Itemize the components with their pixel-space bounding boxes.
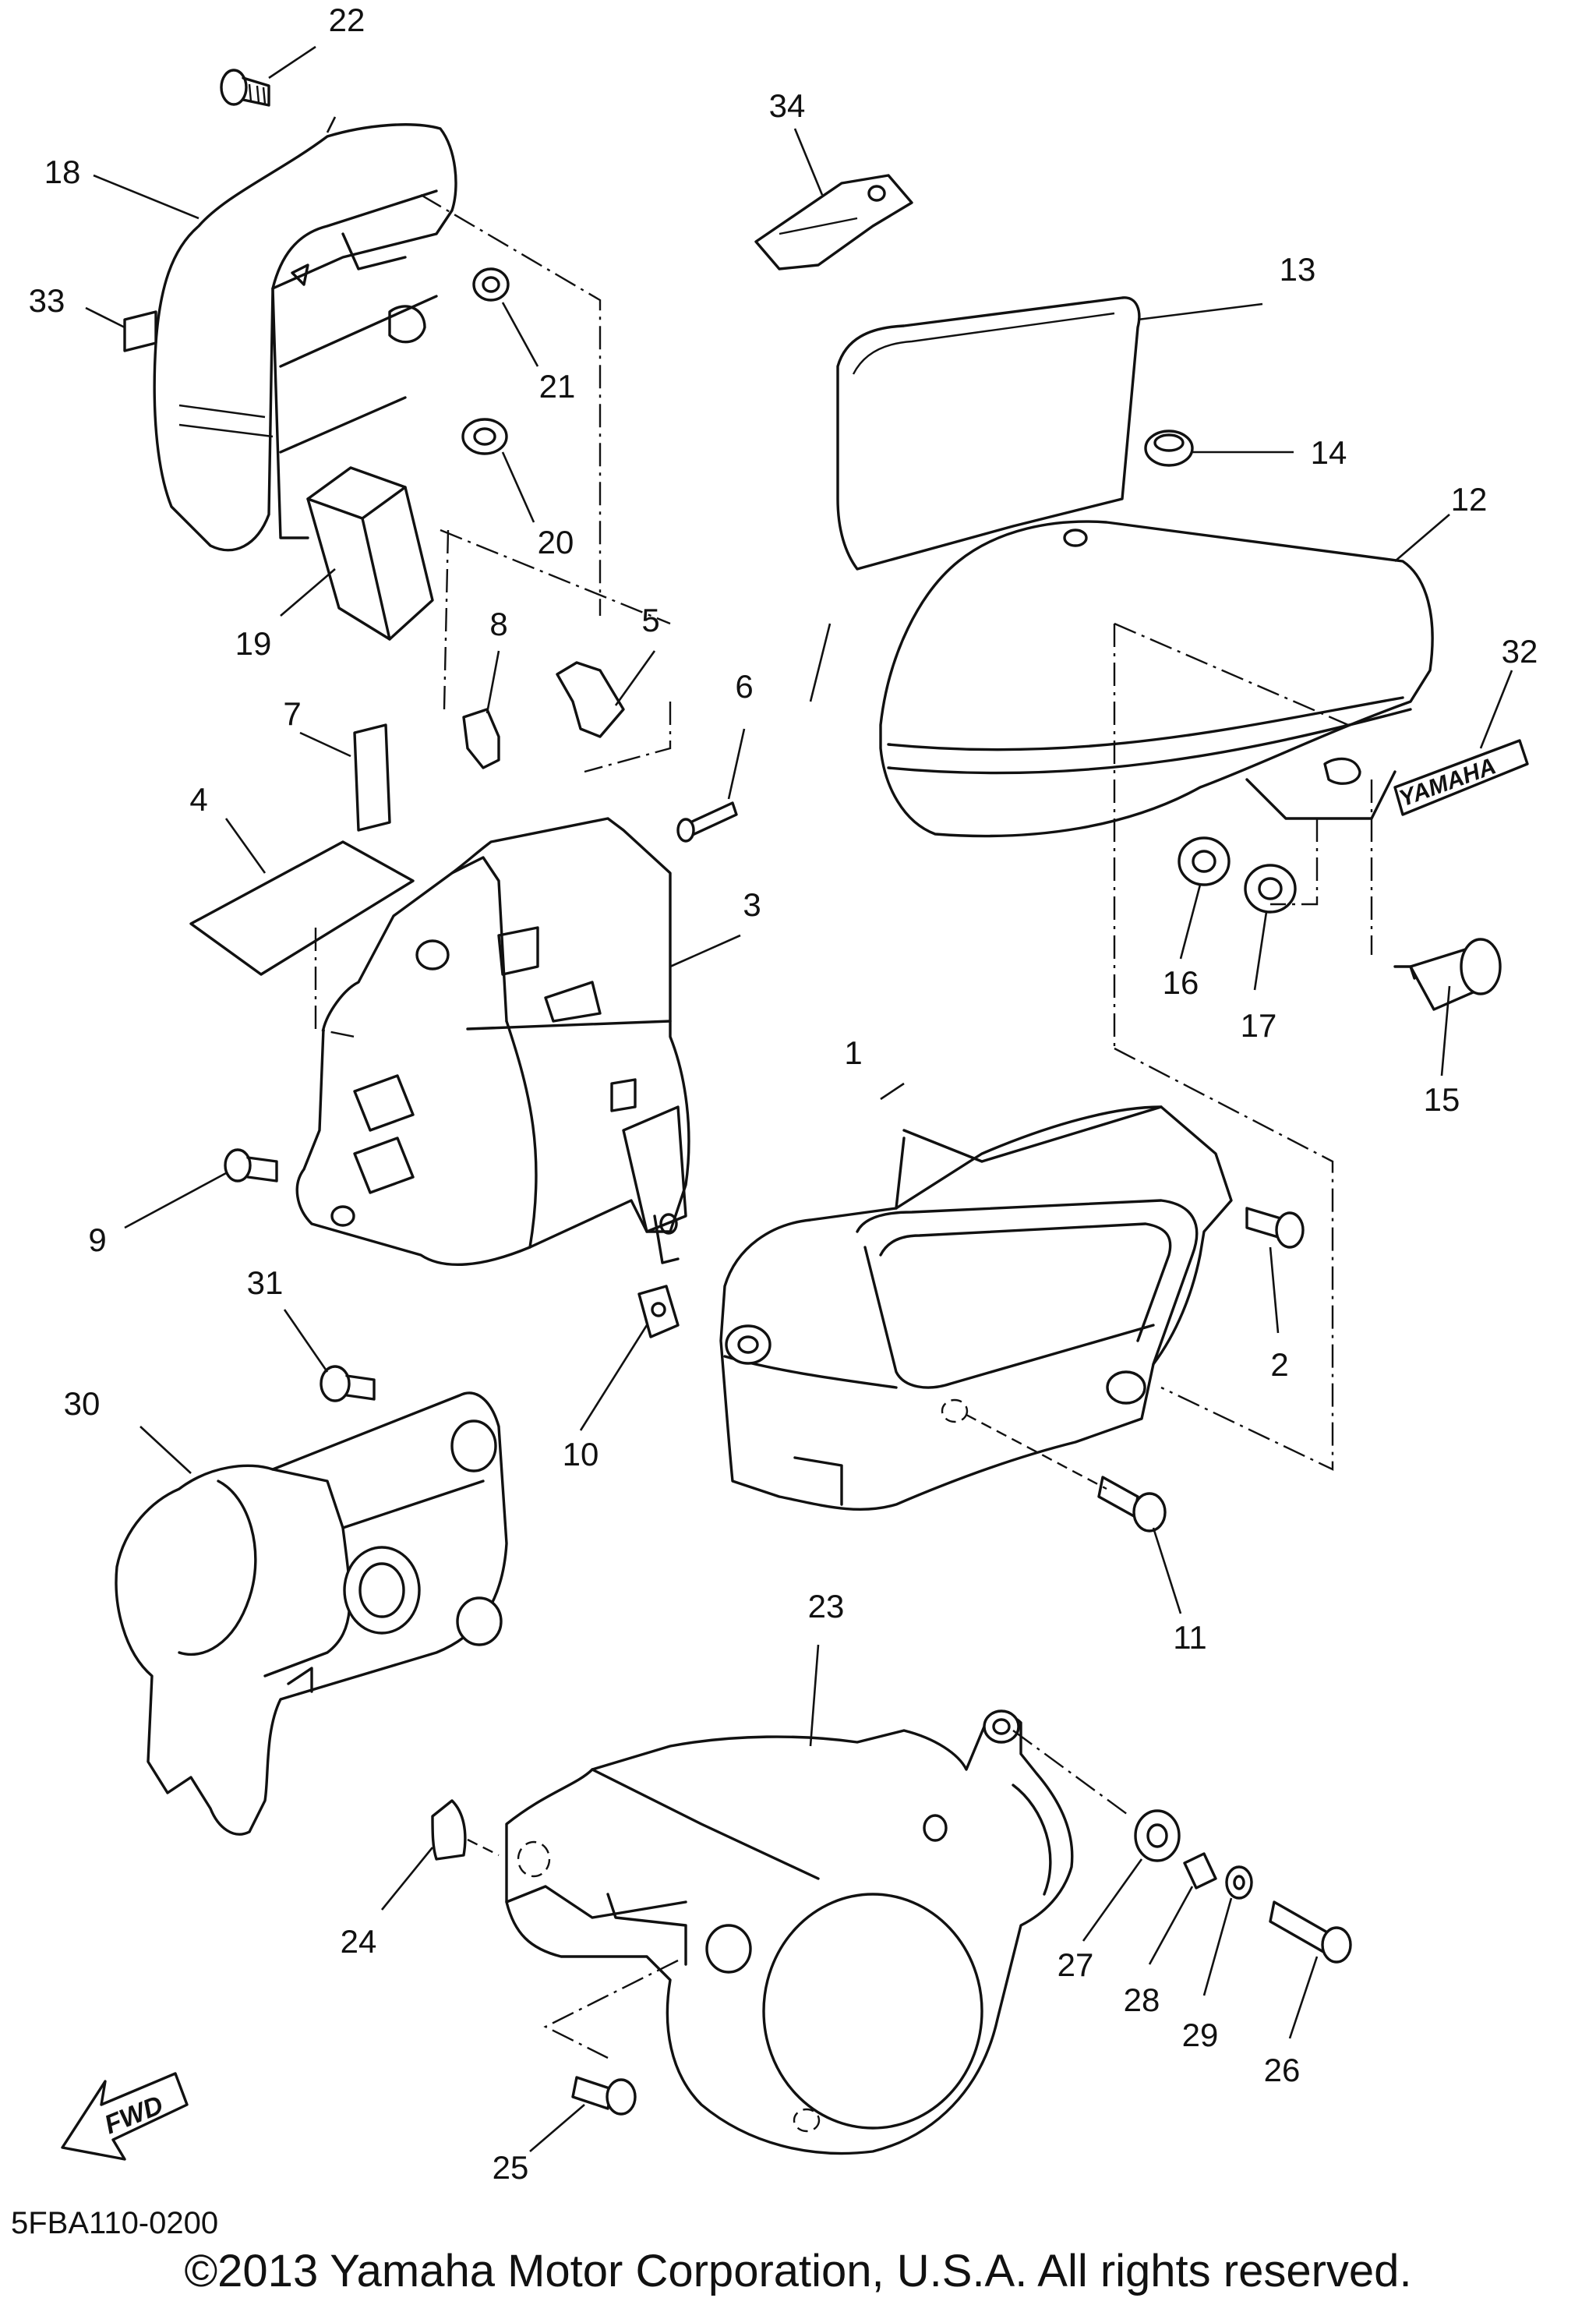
callout-25: 25	[493, 2149, 529, 2186]
callout-10: 10	[563, 1436, 599, 1472]
part-3-housing	[295, 817, 690, 1266]
part-18-cover	[153, 123, 457, 552]
part-19-foam-block	[306, 466, 434, 641]
copyright-notice: ©2013 Yamaha Motor Corporation, U.S.A. A…	[184, 2246, 1412, 2296]
part-25-bolt	[571, 2076, 637, 2116]
callout-33: 33	[29, 282, 65, 319]
part-15-switch	[1393, 938, 1502, 1011]
callout-26: 26	[1264, 2052, 1301, 2088]
callout-22: 22	[329, 2, 365, 38]
callout-32: 32	[1502, 633, 1538, 670]
part-20-grommet	[461, 418, 508, 455]
callout-11: 11	[1173, 1619, 1207, 1656]
part-12-side-cover	[879, 520, 1434, 838]
part-32-yamaha-label: YAMAHA	[1393, 739, 1529, 816]
callouts: 1 2 3 4 5 6 7 8 9 10 11 12 13 14 15 16 1…	[29, 2, 1538, 2186]
callout-21: 21	[539, 368, 576, 405]
callout-8: 8	[489, 606, 507, 642]
part-28-spacer	[1183, 1852, 1217, 1890]
part-27-collar	[1134, 1809, 1181, 1862]
callout-6: 6	[735, 668, 753, 705]
fwd-arrow-icon: FWD	[61, 2072, 189, 2161]
callout-3: 3	[743, 886, 761, 923]
part-23-engine-cover	[505, 1709, 1074, 2155]
part-7-pad	[353, 723, 391, 832]
callout-15: 15	[1424, 1081, 1460, 1118]
callout-20: 20	[538, 524, 574, 560]
part-1-air-box	[719, 1105, 1233, 1511]
part-22-screw	[220, 69, 270, 107]
callout-18: 18	[44, 154, 81, 190]
drawing-code: 5FBA110-0200	[11, 2206, 219, 2240]
callout-24: 24	[341, 1923, 377, 1960]
callout-23: 23	[808, 1588, 845, 1624]
part-34-bracket	[754, 174, 913, 270]
part-17-grommet	[1244, 864, 1297, 914]
part-6-rivet	[676, 801, 738, 843]
yamaha-label-text: YAMAHA	[1396, 753, 1499, 811]
part-10-clip	[637, 1285, 680, 1338]
part-16-grommet	[1178, 836, 1231, 886]
part-21-grommet	[472, 267, 510, 302]
callout-4: 4	[189, 781, 207, 818]
part-29-washer	[1225, 1865, 1253, 1900]
part-8-clip	[462, 708, 500, 769]
part-30-cover	[115, 1391, 508, 1836]
callout-5: 5	[641, 602, 659, 638]
callout-14: 14	[1311, 434, 1347, 471]
callout-13: 13	[1280, 251, 1316, 288]
part-5-bracket	[556, 661, 625, 738]
callout-17: 17	[1241, 1007, 1277, 1044]
callout-19: 19	[235, 625, 272, 662]
part-9-bolt	[224, 1148, 278, 1183]
part-24-damper	[431, 1799, 467, 1861]
callout-1: 1	[844, 1034, 862, 1071]
leader-lines	[85, 45, 1513, 2152]
callout-9: 9	[88, 1221, 106, 1258]
callout-30: 30	[64, 1385, 101, 1422]
part-13-panel	[836, 296, 1141, 571]
callout-28: 28	[1124, 1982, 1160, 2018]
part-4-pad	[189, 840, 415, 976]
part-31-screw	[320, 1365, 376, 1402]
callout-2: 2	[1270, 1346, 1288, 1383]
callout-27: 27	[1058, 1946, 1094, 1983]
part-26-bolt	[1269, 1900, 1352, 1964]
callout-29: 29	[1182, 2017, 1219, 2053]
callout-34: 34	[769, 87, 806, 124]
callout-7: 7	[283, 695, 301, 732]
part-11-bolt	[1097, 1476, 1167, 1533]
part-14-grommet	[1144, 430, 1194, 467]
part-2-bolt	[1245, 1207, 1305, 1249]
callout-16: 16	[1163, 964, 1199, 1001]
part-33-label	[123, 310, 157, 352]
callout-12: 12	[1451, 481, 1488, 518]
callout-31: 31	[247, 1264, 284, 1301]
